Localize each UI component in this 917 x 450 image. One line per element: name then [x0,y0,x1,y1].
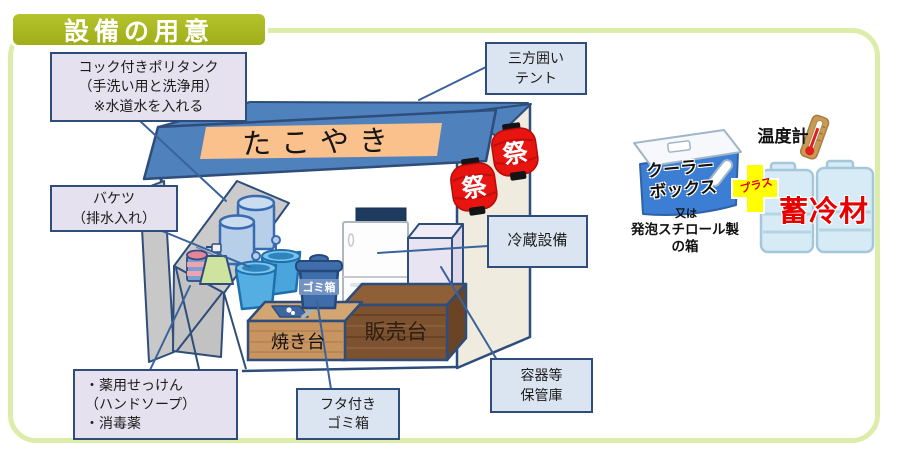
plus-icon [731,163,779,214]
callout-storage-line2: 保管庫 [520,386,563,403]
lantern-rear [491,122,539,181]
callout-soap: ・薬用せっけん （ハンドソープ） ・消毒薬 [73,369,238,440]
ice-pack-right [815,159,875,254]
page-title: 設備の用意 [10,11,268,48]
trash-can-label: ゴミ箱 [299,279,339,295]
callout-refrigeration-line1: 冷蔵設備 [507,232,568,250]
callout-refrigeration: 冷蔵設備 [487,215,588,268]
callout-trash-line1: フタ付き [320,395,376,412]
washstand-leg [175,267,200,370]
callout-bucket-line2: （排水入れ） [72,209,156,226]
thermometer-icon [799,114,830,160]
thermometer-panel [749,112,849,162]
banner-shape [200,123,442,159]
connector-bucket [161,230,251,268]
sales-counter [341,282,468,362]
cooler-box [633,129,742,216]
cooler-label-line2: ボックス [648,176,718,202]
hand-soap-bottle [199,243,234,285]
styrofoam-label-line2: の箱 [671,238,699,254]
grill-counter-label: 焼き台 [271,332,325,352]
callout-tent-line2: テント [515,69,557,86]
callout-tent-line1: 三方囲い [508,50,564,67]
callout-trash: フタ付き ゴミ箱 [296,388,400,440]
lantern-char-rear: 祭 [500,138,531,170]
connector-storage [440,266,498,361]
lantern-front [450,157,498,216]
callout-tent: 三方囲い テント [485,42,587,95]
callout-polytank: コック付きポリタンク （手洗い用と洗浄用） ※水道水を入れる [50,52,247,122]
polytank-front [218,214,261,266]
callout-soap-line1: ・薬用せっけん [85,376,183,393]
connector-lines [139,66,498,390]
thermometer-label: 温度計 [757,126,809,146]
connector-trash [316,300,332,390]
callout-soap-line3: ・消毒薬 [85,415,141,432]
styrofoam-label-line1: 発泡スチロール製 [631,222,739,237]
callout-soap-line2: （ハンドソープ） [85,395,197,412]
washstand-brace [175,292,223,353]
connector-tent [418,66,487,101]
banner-text: たこやき [241,124,399,162]
callout-bucket-line1: バケツ [93,190,135,207]
box-on-fridge [355,207,407,224]
washstand-leg-2 [223,292,247,370]
ground-line [241,365,458,373]
callout-bucket: バケツ （排水入れ） [50,185,178,232]
connector-refrigeration [377,245,489,254]
callout-polytank-line1: コック付きポリタンク [78,59,219,76]
or-text: 又は [675,208,697,220]
callout-polytank-line3: ※水道水を入れる [93,97,204,114]
callout-polytank-line2: （手洗い用と洗浄用） [78,78,219,95]
callout-storage: 容器等 保管庫 [490,358,593,413]
connector-soap [149,285,191,371]
callout-trash-line2: ゴミ箱 [327,415,369,431]
ice-pack-label: 蓄冷材 [778,196,869,228]
sales-counter-label: 販売台 [364,321,428,344]
connector-polytank [139,120,227,202]
outer-frame [8,28,880,443]
lantern-char-front: 祭 [459,172,490,204]
callout-storage-line1: 容器等 [520,367,563,384]
